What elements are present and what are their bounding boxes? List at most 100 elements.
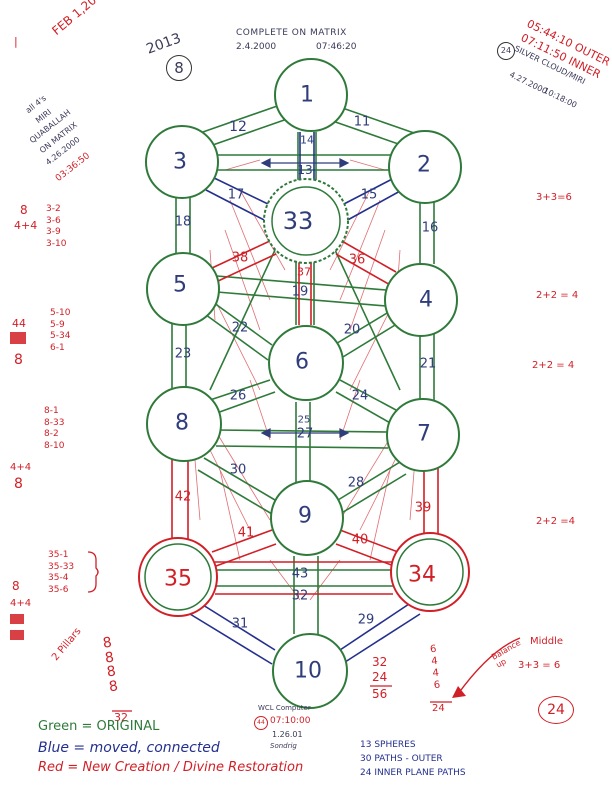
- path-31-label: 31: [231, 616, 249, 632]
- sum-right-total: 24: [432, 703, 445, 714]
- sphere-7: [386, 398, 460, 472]
- path-13-label: 13: [297, 163, 313, 177]
- sphere-5: [146, 252, 220, 326]
- path-16-label: 16: [421, 220, 439, 236]
- red-paths: [171, 239, 439, 595]
- sphere-3-label: 3: [173, 149, 187, 175]
- right-eq-4: 2+2 =4: [536, 516, 576, 527]
- sphere-6: [268, 325, 344, 401]
- sphere-5-label: 5: [173, 272, 187, 298]
- sphere-3: [145, 125, 219, 199]
- left-g4-b: 4+4: [10, 598, 32, 609]
- sum-mid-total: 56: [372, 687, 388, 701]
- path-30-label: 30: [229, 462, 247, 478]
- path-26-label: 26: [229, 388, 247, 404]
- left-g2-8: 8: [14, 352, 23, 368]
- wcl-time: 07:10:00: [270, 716, 311, 726]
- path-22-label: 22: [231, 320, 249, 336]
- path-29-label: 29: [357, 612, 375, 628]
- left-g3-list: 8-1 8-33 8-2 8-10: [44, 406, 65, 452]
- left-g4-list: 35-1 35-33 35-4 35-6: [48, 550, 75, 596]
- direction-arrows: [260, 158, 350, 438]
- legend-green: Green = ORIGINAL: [38, 719, 160, 734]
- path-21-label: 21: [419, 356, 437, 372]
- sphere-4: [384, 263, 458, 337]
- red-scribble-2: [10, 614, 24, 624]
- green-paths: [171, 103, 435, 634]
- legend-red: Red = New Creation / Divine Restoration: [38, 760, 304, 775]
- left-g4-a: 8: [12, 579, 20, 593]
- sphere-7-label: 7: [417, 421, 431, 447]
- path-41-label: 41: [237, 525, 255, 541]
- complete-date: 2.4.2000: [236, 42, 277, 52]
- right-eq-3: 2+2 = 4: [532, 360, 575, 371]
- sphere-9: [270, 480, 344, 556]
- balance-arrowhead: [452, 686, 466, 698]
- sphere-10: [272, 633, 348, 709]
- sphere-35-label: 35: [164, 566, 192, 592]
- middle-label: Middle: [530, 636, 564, 647]
- right-eq-2: 2+2 = 4: [536, 290, 579, 301]
- middle-equation: 3+3 = 6: [518, 660, 561, 671]
- sphere-33-ring: [263, 178, 349, 264]
- sphere-33-label: 33: [282, 207, 314, 235]
- path-14-label: 14: [300, 133, 314, 147]
- left-g1-list: 3-2 3-6 3-9 3-10: [46, 204, 67, 250]
- sphere-2: [388, 130, 462, 204]
- path-20-label: 20: [343, 322, 361, 338]
- left-g2-a: 44: [12, 317, 26, 330]
- sum-mid-b: 24: [372, 670, 388, 684]
- stats-outer-paths: 30 PATHS - OUTER: [360, 754, 443, 764]
- path-24-label: 24: [351, 388, 369, 404]
- wcl-circled-44: 44: [254, 716, 268, 730]
- sum-underlines: [112, 685, 452, 712]
- sphere-4-label: 4: [419, 287, 433, 313]
- path-39-label: 39: [414, 500, 432, 516]
- left-g1-b: 4+4: [14, 219, 38, 232]
- sum-left-total: 32: [114, 711, 128, 724]
- balance-arrow: [457, 637, 521, 695]
- path-28-label: 28: [347, 475, 365, 491]
- red-scribble-1: [10, 332, 26, 344]
- path-36-label: 36: [348, 252, 366, 268]
- year-circled-number: 8: [166, 55, 192, 81]
- red-sphere-rings: [138, 532, 470, 617]
- path-23-label: 23: [174, 346, 192, 362]
- path-42-label: 42: [174, 489, 192, 505]
- sphere-6-label: 6: [295, 349, 309, 375]
- path-25-label: 25: [297, 414, 311, 426]
- left-g3-a: 4+4: [10, 462, 32, 473]
- top-circled-24: 24: [497, 42, 515, 60]
- sphere-9-label: 9: [298, 503, 312, 529]
- path-17-label: 17: [227, 187, 245, 203]
- sphere-2-label: 2: [417, 152, 431, 178]
- path-12-label: 12: [229, 119, 247, 135]
- path-32-label: 32: [291, 588, 309, 604]
- stats-inner-paths: 24 INNER PLANE PATHS: [360, 768, 466, 778]
- path-27-label: 27: [296, 426, 314, 442]
- complete-time: 07:46:20: [316, 42, 357, 52]
- path-15-label: 15: [360, 187, 378, 203]
- path-40-label: 40: [351, 532, 369, 548]
- bracket: [87, 551, 99, 593]
- stats-spheres: 13 SPHERES: [360, 740, 416, 750]
- sphere-8: [146, 386, 222, 462]
- sphere-8-label: 8: [175, 410, 189, 436]
- sphere-34-label: 34: [408, 562, 436, 588]
- red-tick: |: [14, 35, 18, 48]
- path-37-label: 37: [297, 265, 311, 279]
- sphere-1-label: 1: [300, 82, 314, 108]
- wcl-signature: Sondrig: [270, 742, 297, 750]
- wcl-computer: WCL Computer: [258, 704, 311, 712]
- sum-mid-a: 32: [372, 655, 388, 669]
- legend-blue: Blue = moved, connected: [38, 740, 220, 756]
- red-scribble-3: [10, 630, 24, 640]
- path-43-label: 43: [291, 566, 309, 582]
- sphere-10-label: 10: [294, 658, 322, 684]
- path-19-label: 19: [291, 284, 309, 300]
- right-eq-1: 3+3=6: [536, 192, 572, 203]
- path-38-label: 38: [231, 250, 249, 266]
- complete-title: COMPLETE ON MATRIX: [236, 28, 347, 38]
